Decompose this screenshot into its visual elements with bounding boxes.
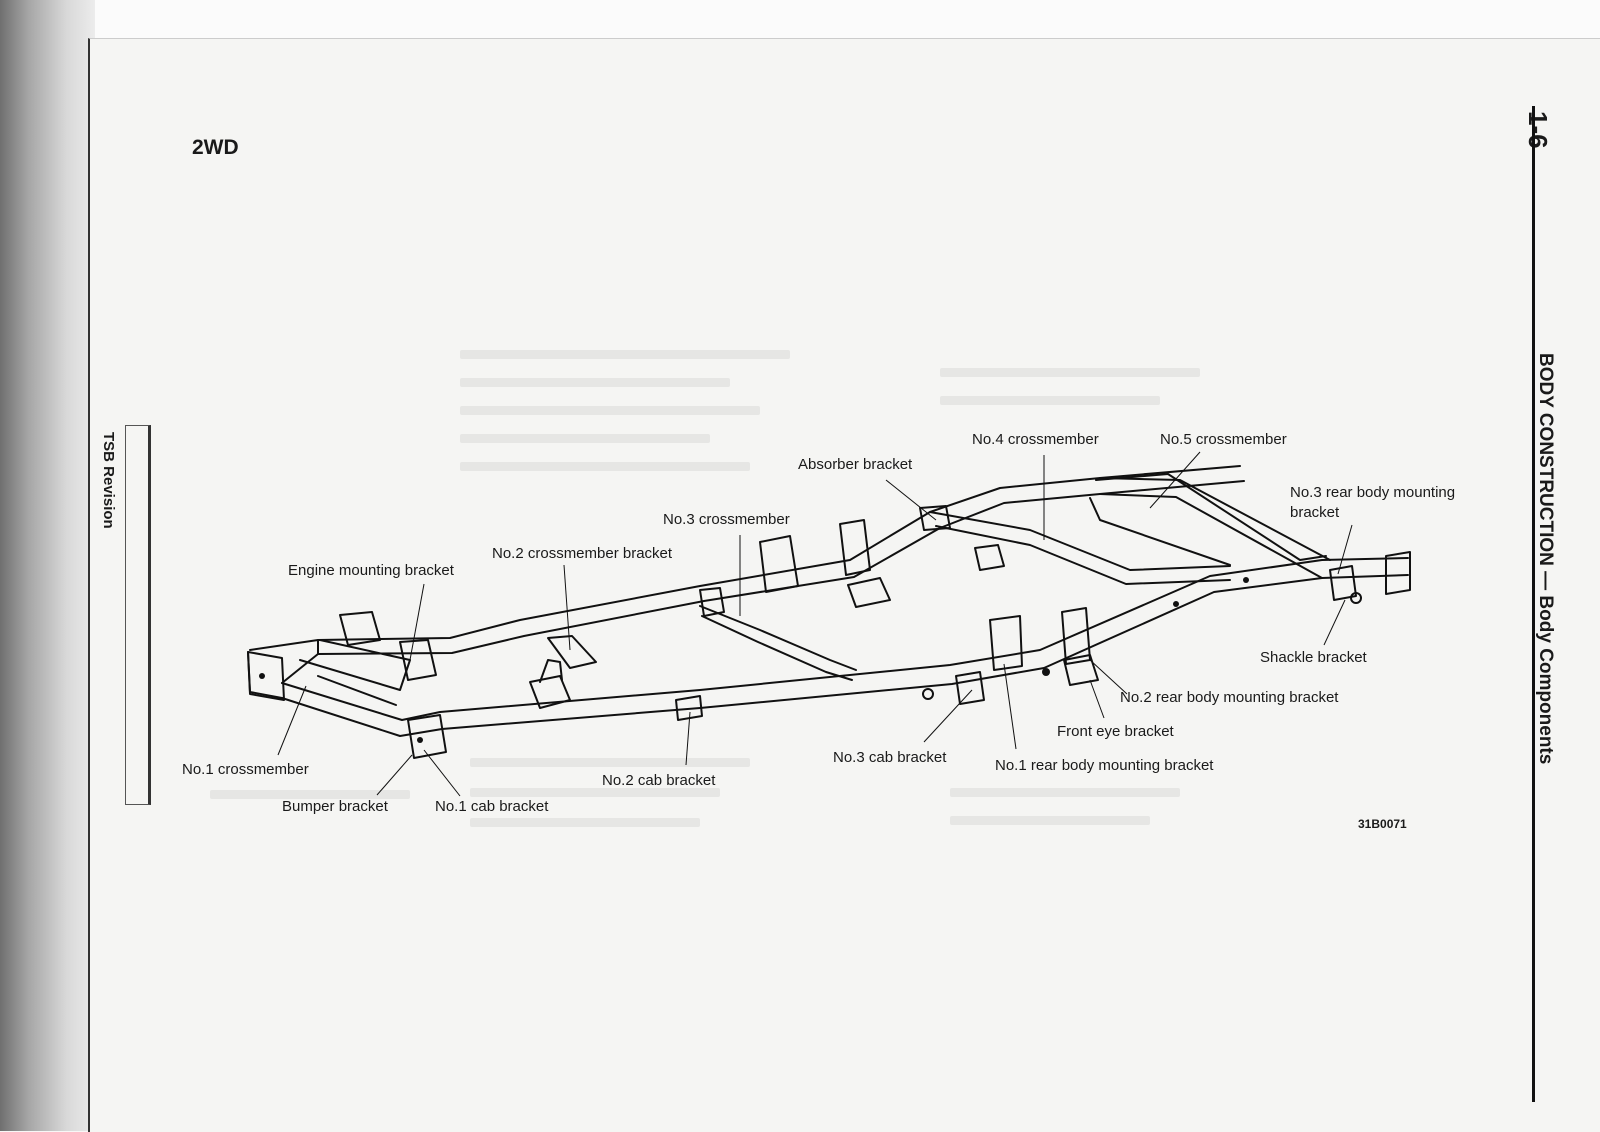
next-page-edge bbox=[95, 0, 1600, 40]
front-bumper-plate bbox=[247, 651, 285, 701]
rear-end-plate bbox=[1385, 551, 1411, 595]
book-binding-shadow bbox=[0, 0, 95, 1131]
drive-variant-heading: 2WD bbox=[192, 136, 239, 159]
right-margin-rule bbox=[1532, 106, 1535, 1102]
no5-crossmember bbox=[1095, 473, 1327, 561]
far-side-rail bbox=[317, 465, 1241, 641]
manual-page bbox=[88, 38, 1600, 1132]
no1-crossmember bbox=[299, 639, 411, 691]
label-no1-cab-bracket: No.1 cab bracket bbox=[435, 798, 549, 815]
label-no3-rear-body-mounting-bracket: No.3 rear body mounting bracket bbox=[1290, 484, 1456, 521]
label-no2-crossmember-bracket: No.2 crossmember bracket bbox=[492, 545, 673, 562]
label-no1-rear-body-mounting-bracket: No.1 rear body mounting bracket bbox=[995, 757, 1214, 774]
tsb-revision-box bbox=[125, 425, 151, 805]
engine-mount-left bbox=[339, 611, 381, 646]
label-no2-rear-body-mounting-bracket: No.2 rear body mounting bracket bbox=[1120, 689, 1339, 706]
label-no5-crossmember: No.5 crossmember bbox=[1160, 431, 1287, 448]
label-engine-mounting-bracket: Engine mounting bracket bbox=[288, 562, 454, 579]
no3-crossmember bbox=[699, 605, 857, 671]
label-no3-cab-bracket: No.3 cab bracket bbox=[833, 749, 947, 766]
label-no2-cab-bracket: No.2 cab bracket bbox=[602, 772, 716, 789]
far-cab-tower-1 bbox=[759, 535, 799, 593]
label-front-eye-bracket: Front eye bracket bbox=[1057, 723, 1174, 740]
label-shackle-bracket: Shackle bracket bbox=[1260, 649, 1367, 666]
near-side-rail bbox=[281, 557, 1409, 721]
label-no3-crossmember: No.3 crossmember bbox=[663, 511, 790, 528]
rear-mount-1 bbox=[989, 615, 1023, 671]
figure-code: 31B0071 bbox=[1358, 817, 1407, 831]
no4-crossmember bbox=[929, 511, 1231, 571]
label-bumper-bracket: Bumper bracket bbox=[282, 798, 388, 815]
label-absorber-bracket: Absorber bracket bbox=[798, 456, 913, 473]
label-no1-crossmember: No.1 crossmember bbox=[182, 761, 309, 778]
engine-mount-right bbox=[529, 675, 571, 709]
label-no4-crossmember: No.4 crossmember bbox=[972, 431, 1099, 448]
leader-lines bbox=[277, 451, 1353, 797]
